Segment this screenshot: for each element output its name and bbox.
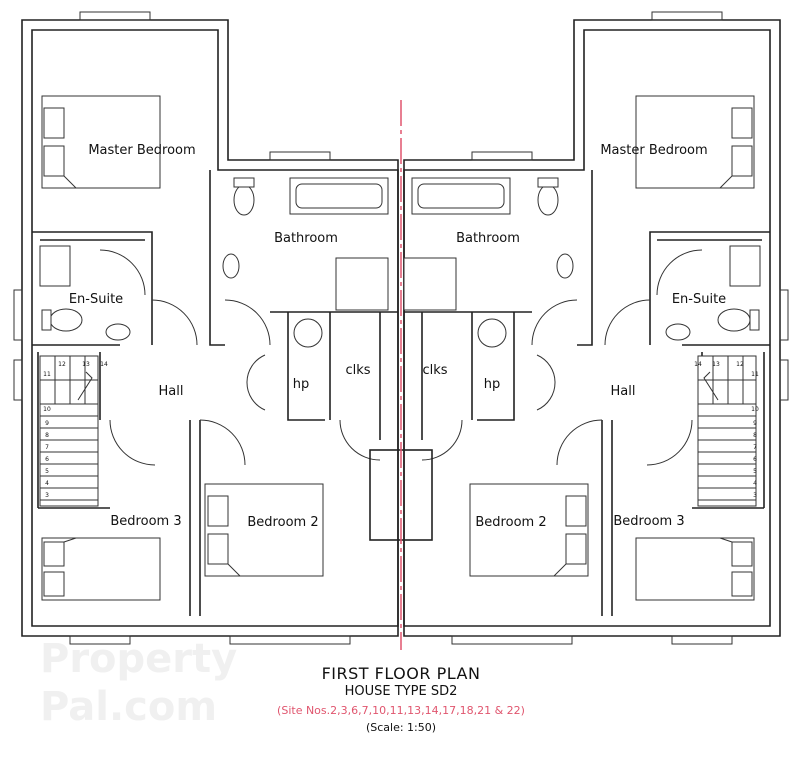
stair-step-number: 14 bbox=[100, 361, 108, 368]
left-house bbox=[13, 11, 399, 645]
watermark-line-1: Property bbox=[40, 636, 238, 682]
stair-step-number: 4 bbox=[45, 480, 49, 487]
house-type: HOUSE TYPE SD2 bbox=[344, 684, 458, 699]
stair-step-number: 12 bbox=[736, 361, 744, 368]
label-bedroom-3-left: Bedroom 3 bbox=[110, 514, 181, 529]
label-clks-left: clks bbox=[345, 363, 370, 378]
stair-step-number: 6 bbox=[753, 456, 757, 463]
stair-step-number: 6 bbox=[45, 456, 49, 463]
stair-step-number: 8 bbox=[753, 432, 757, 439]
stair-step-number: 11 bbox=[43, 371, 51, 378]
label-master-bedroom-left: Master Bedroom bbox=[88, 143, 195, 158]
label-bathroom-right: Bathroom bbox=[456, 231, 520, 246]
right-house bbox=[403, 11, 789, 645]
stair-step-number: 9 bbox=[753, 420, 757, 427]
label-hp-left: hp bbox=[293, 377, 310, 392]
stair-step-number: 8 bbox=[45, 432, 49, 439]
label-bathroom-left: Bathroom bbox=[274, 231, 338, 246]
label-hall-right: Hall bbox=[611, 384, 636, 399]
scale: (Scale: 1:50) bbox=[365, 721, 437, 734]
label-hall-left: Hall bbox=[159, 384, 184, 399]
stair-step-number: 7 bbox=[45, 444, 49, 451]
label-master-bedroom-right: Master Bedroom bbox=[600, 143, 707, 158]
watermark-line-2: Pal.com bbox=[40, 684, 218, 730]
stair-step-number: 9 bbox=[45, 420, 49, 427]
stair-step-number: 10 bbox=[43, 406, 51, 413]
stair-step-number: 12 bbox=[58, 361, 66, 368]
stair-step-number: 5 bbox=[753, 468, 757, 475]
site-numbers: (Site Nos.2,3,6,7,10,11,13,14,17,18,21 &… bbox=[277, 704, 525, 717]
stair-step-number: 3 bbox=[45, 492, 49, 499]
label-en-suite-left: En-Suite bbox=[69, 292, 123, 307]
stair-step-number: 3 bbox=[753, 492, 757, 499]
label-bedroom-3-right: Bedroom 3 bbox=[613, 514, 684, 529]
stair-step-number: 10 bbox=[751, 406, 759, 413]
stair-step-number: 11 bbox=[751, 371, 759, 378]
stair-step-number: 13 bbox=[82, 361, 90, 368]
label-en-suite-right: En-Suite bbox=[672, 292, 726, 307]
plan-title: FIRST FLOOR PLAN bbox=[321, 664, 481, 683]
stair-numbers-left: 3 4 5 6 7 8 9 10 11 12 13 14 bbox=[43, 361, 108, 499]
label-bedroom-2-right: Bedroom 2 bbox=[475, 515, 546, 530]
stair-step-number: 14 bbox=[694, 361, 702, 368]
stair-step-number: 13 bbox=[712, 361, 720, 368]
stair-step-number: 5 bbox=[45, 468, 49, 475]
stair-numbers-right: 3 4 5 6 7 8 9 10 11 12 13 14 bbox=[694, 361, 759, 499]
stair-step-number: 4 bbox=[753, 480, 757, 487]
label-hp-right: hp bbox=[484, 377, 501, 392]
label-clks-right: clks bbox=[422, 363, 447, 378]
stair-step-number: 7 bbox=[753, 444, 757, 451]
label-bedroom-2-left: Bedroom 2 bbox=[247, 515, 318, 530]
